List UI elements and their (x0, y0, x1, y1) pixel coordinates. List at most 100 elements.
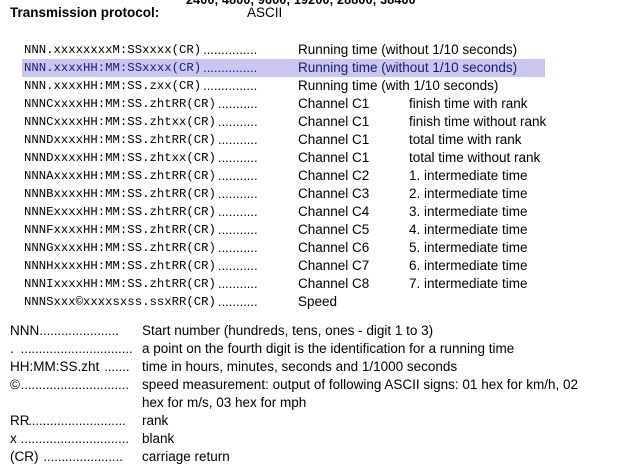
protocol-code: NNNDxxxxHH:MM:SS.zhtRR(CR) (24, 133, 216, 147)
protocol-channel: Channel C5 (298, 222, 370, 237)
leader-dots: ........... (217, 96, 258, 111)
protocol-row[interactable]: NNNAxxxxHH:MM:SS.zhtRR(CR)...........Cha… (0, 167, 640, 185)
protocol-row[interactable]: NNNCxxxxHH:MM:SS.zhtRR(CR)........... Cha… (0, 95, 640, 113)
protocol-channel-description: 2. intermediate time (409, 186, 528, 201)
leader-dots: ............................... (20, 341, 133, 356)
leader-dots: ........................... (28, 413, 126, 428)
protocol-value: ASCII (247, 5, 283, 20)
protocol-code: NNNHxxxxHH:MM:SS.zhtRR(CR) (24, 259, 216, 273)
protocol-channel-description: finish time with rank (409, 96, 528, 111)
protocol-channel-description: 7. intermediate time (409, 276, 528, 291)
protocol-row[interactable]: NNNFxxxxHH:MM:SS.zhtRR(CR)........... Cha… (0, 221, 640, 239)
leader-dots: ........... (217, 114, 258, 129)
cutoff-baudrate-line: 2400, 4800, 9600, 19200, 28800, 38400 (186, 0, 416, 7)
protocol-channel-description: 4. intermediate time (409, 222, 528, 237)
leader-dots: ........... (217, 186, 258, 201)
legend-term: . (10, 341, 14, 356)
protocol-channel: Channel C7 (298, 258, 370, 273)
protocol-code: NNNDxxxxHH:MM:SS.zhtxx(CR) (24, 151, 216, 165)
protocol-code: NNNCxxxxHH:MM:SS.zhtRR(CR) (24, 97, 216, 111)
leader-dots: ........... (217, 294, 258, 309)
protocol-code: NNNCxxxxHH:MM:SS.zhtxx(CR) (24, 115, 216, 129)
protocol-header: Transmission protocol: ASCII (10, 5, 640, 25)
protocol-row[interactable]: NNNSxxx©xxxxsxss.ssxRR(CR)........... Spe… (0, 293, 640, 311)
leader-dots: ............... (203, 60, 258, 75)
protocol-row[interactable]: NNNBxxxxHH:MM:SS.zhtRR(CR)........... Cha… (0, 185, 640, 203)
leader-dots: .............................. (20, 431, 129, 446)
legend-term: x (10, 431, 17, 446)
protocol-channel-description: total time without rank (409, 150, 541, 165)
leader-dots: ............... (203, 42, 258, 57)
protocol-channel: Channel C2 (298, 168, 370, 183)
protocol-description: Running time (with 1/10 seconds) (298, 78, 499, 93)
leader-dots: ........... (217, 276, 258, 291)
legend-definition: speed measurement: output of following A… (142, 377, 578, 392)
protocol-row[interactable]: NNNIxxxxHH:MM:SS.zhtRR(CR)........... Cha… (0, 275, 640, 293)
protocol-channel-description: finish time without rank (409, 114, 547, 129)
protocol-row[interactable]: NNNDxxxxHH:MM:SS.zhtRR(CR)...........Cha… (0, 131, 640, 149)
leader-dots: ...................... (43, 449, 123, 464)
protocol-code: NNN.xxxxHH:MM:SS.zxx(CR) (24, 79, 202, 93)
leader-dots: ....... (104, 359, 130, 374)
protocol-row[interactable]: NNNGxxxxHH:MM:SS.zhtRR(CR)........... Cha… (0, 239, 640, 257)
leader-dots: ........... (217, 150, 258, 165)
protocol-code: NNNFxxxxHH:MM:SS.zhtRR(CR) (24, 223, 216, 237)
protocol-channel-description: 3. intermediate time (409, 204, 528, 219)
leader-dots: ........... (217, 240, 258, 255)
legend-definition: time in hours, minutes, seconds and 1/10… (142, 359, 458, 374)
protocol-row[interactable]: NNNHxxxxHH:MM:SS.zhtRR(CR)........... Cha… (0, 257, 640, 275)
protocol-channel: Channel C6 (298, 240, 370, 255)
legend-term: NNN (10, 323, 40, 338)
protocol-description: Running time (without 1/10 seconds) (298, 42, 518, 57)
protocol-channel: Channel C8 (298, 276, 370, 291)
protocol-channel: Channel C4 (298, 204, 370, 219)
legend-term: HH:MM:SS.zht (10, 359, 100, 374)
protocol-row[interactable]: NNN.xxxxxxxxM:SSxxxx(CR)............... R… (0, 41, 640, 59)
legend-definition: Start number (hundreds, tens, ones - dig… (142, 323, 434, 338)
protocol-channel-description: total time with rank (409, 132, 522, 147)
protocol-channel: Channel C1 (298, 96, 370, 111)
protocol-channel-description: 5. intermediate time (409, 240, 528, 255)
protocol-row[interactable]: NNN.xxxxHH:MM:SSxxxx(CR)............... R… (0, 59, 640, 77)
protocol-channel: Channel C1 (298, 114, 370, 129)
protocol-row[interactable]: NNN.xxxxHH:MM:SS.zxx(CR)...............R… (0, 77, 640, 95)
leader-dots: ........... (217, 258, 258, 273)
protocol-code: NNN.xxxxxxxxM:SSxxxx(CR) (24, 43, 202, 57)
legend-definition: carriage return (142, 449, 230, 464)
protocol-code: NNNIxxxxHH:MM:SS.zhtRR(CR) (24, 277, 216, 291)
legend-term: (CR) (10, 449, 39, 464)
protocol-channel: Channel C1 (298, 132, 370, 147)
leader-dots: ........... (217, 204, 258, 219)
legend-term: © (10, 377, 20, 392)
page-title: Transmission protocol: (10, 5, 160, 20)
protocol-description: Running time (without 1/10 seconds) (298, 60, 518, 75)
legend-row: ................................ a point … (0, 340, 640, 358)
legend-table: NNN....................... Start number (… (0, 322, 640, 466)
legend-row: ©..............................speed mea… (0, 376, 640, 412)
protocol-row[interactable]: NNNExxxxHH:MM:SS.zhtRR(CR)...........Cha… (0, 203, 640, 221)
legend-row: (CR)...................... carriage retur… (0, 448, 640, 466)
leader-dots: ........... (217, 168, 258, 183)
protocol-channel: Channel C3 (298, 186, 370, 201)
legend-row: x.............................. blank (0, 430, 640, 448)
legend-row: RR........................... rank (0, 412, 640, 430)
protocol-channel-description: 1. intermediate time (409, 168, 528, 183)
legend-row: HH:MM:SS.zht....... time in hours, minute… (0, 358, 640, 376)
protocol-row[interactable]: NNNDxxxxHH:MM:SS.zhtxx(CR)...........Cha… (0, 149, 640, 167)
protocol-string-table: NNN.xxxxxxxxM:SSxxxx(CR)............... R… (0, 41, 640, 311)
protocol-channel-description: 6. intermediate time (409, 258, 528, 273)
protocol-code: NNNBxxxxHH:MM:SS.zhtRR(CR) (24, 187, 216, 201)
leader-dots: ........... (217, 222, 258, 237)
legend-definition: blank (142, 431, 175, 446)
selection-highlight (22, 59, 545, 77)
legend-term: RR (10, 413, 30, 428)
protocol-code: NNNGxxxxHH:MM:SS.zhtRR(CR) (24, 241, 216, 255)
legend-row: NNN.......................Start number (… (0, 322, 640, 340)
protocol-row[interactable]: NNNCxxxxHH:MM:SS.zhtxx(CR)........... Cha… (0, 113, 640, 131)
legend-definition: rank (142, 413, 169, 428)
protocol-channel: Speed (298, 294, 338, 309)
legend-definition: a point on the fourth digit is the ident… (142, 341, 515, 356)
protocol-code: NNNSxxx©xxxxsxss.ssxRR(CR) (24, 295, 216, 309)
protocol-code: NNN.xxxxHH:MM:SSxxxx(CR) (24, 61, 202, 75)
